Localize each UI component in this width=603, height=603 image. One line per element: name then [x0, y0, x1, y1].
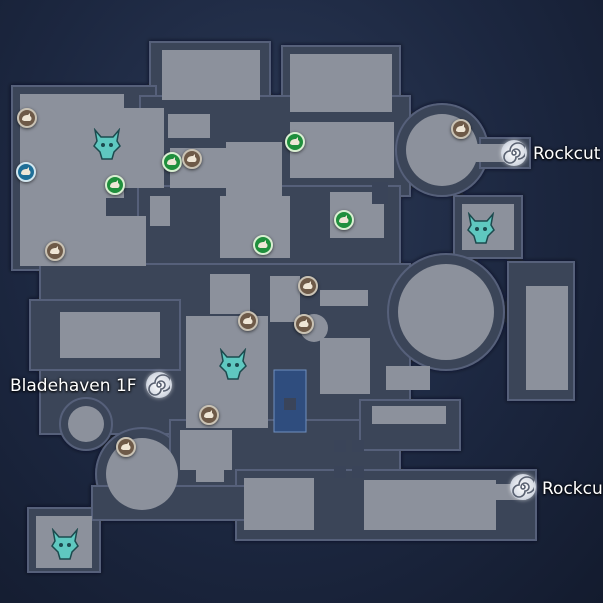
demon-head-icon: [467, 211, 495, 244]
monster-marker[interactable]: [199, 405, 219, 425]
boar-icon: [167, 157, 177, 165]
monster-marker[interactable]: [105, 175, 125, 195]
water-area: [273, 369, 307, 433]
warp-point-rockcut-bottom[interactable]: [510, 474, 536, 500]
boar-icon: [21, 167, 31, 175]
demon-head-icon: [51, 527, 79, 560]
boar-icon: [290, 137, 300, 145]
spiral-warp-icon: [148, 374, 170, 396]
boar-icon: [258, 240, 268, 248]
monster-marker[interactable]: [298, 276, 318, 296]
demon-head-icon: [219, 347, 247, 380]
boss-demon-icon[interactable]: [50, 527, 80, 560]
boss-demon-icon[interactable]: [466, 211, 496, 244]
boar-icon: [187, 154, 197, 162]
warp-point-rockcut-top[interactable]: [501, 140, 527, 166]
demon-head-icon: [93, 127, 121, 160]
monster-marker[interactable]: [334, 210, 354, 230]
warp-label-rockcut-bottom[interactable]: Rockcut: [542, 479, 603, 499]
monster-marker[interactable]: [45, 241, 65, 261]
room-fills: [20, 50, 568, 568]
spiral-warp-icon: [503, 142, 525, 164]
monster-marker[interactable]: [16, 162, 36, 182]
monster-marker[interactable]: [162, 152, 182, 172]
boar-icon: [22, 113, 32, 121]
boar-icon: [339, 215, 349, 223]
warp-label-rockcut-top[interactable]: Rockcut: [533, 144, 601, 164]
boar-icon: [243, 316, 253, 324]
boss-demon-icon[interactable]: [218, 347, 248, 380]
monster-marker[interactable]: [238, 311, 258, 331]
monster-marker[interactable]: [451, 119, 471, 139]
boar-icon: [204, 410, 214, 418]
monster-marker[interactable]: [253, 235, 273, 255]
monster-marker[interactable]: [182, 149, 202, 169]
boar-icon: [456, 124, 466, 132]
warp-label-bladehaven[interactable]: Bladehaven 1F: [10, 376, 137, 396]
boar-icon: [299, 319, 309, 327]
boar-icon: [110, 180, 120, 188]
boar-icon: [303, 281, 313, 289]
boar-icon: [50, 246, 60, 254]
monster-marker[interactable]: [294, 314, 314, 334]
boss-demon-icon[interactable]: [92, 127, 122, 160]
warp-point-bladehaven[interactable]: [146, 372, 172, 398]
spiral-warp-icon: [512, 476, 534, 498]
monster-marker[interactable]: [17, 108, 37, 128]
pillars: [334, 182, 388, 478]
monster-marker[interactable]: [116, 437, 136, 457]
monster-marker[interactable]: [285, 132, 305, 152]
boar-icon: [121, 442, 131, 450]
